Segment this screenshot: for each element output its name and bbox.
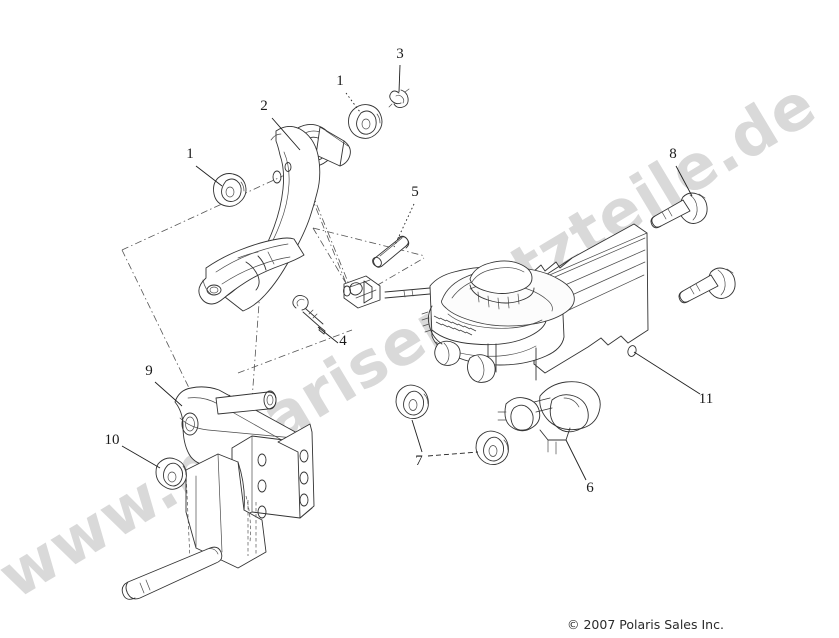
callout-label-10: 10 bbox=[105, 432, 120, 448]
callout-labels: 1 2 1 3 5 4 8 11 9 10 7 6 bbox=[105, 46, 714, 496]
part-flange-nut-b bbox=[475, 430, 509, 466]
copyright-text: © 2007 Polaris Sales Inc. bbox=[567, 617, 724, 632]
leader-11 bbox=[633, 351, 701, 395]
leader-7-right bbox=[427, 451, 479, 457]
part-clevis-pin bbox=[372, 235, 410, 268]
part-hex-flange-bolt-lower bbox=[678, 267, 736, 304]
leader-10 bbox=[121, 445, 161, 469]
leader-9 bbox=[154, 381, 183, 407]
part-brake-pedal-lever bbox=[198, 124, 351, 312]
callout-label-3: 3 bbox=[396, 46, 404, 62]
callout-label-6: 6 bbox=[586, 480, 594, 496]
part-flange-nut-left bbox=[213, 173, 247, 207]
part-flange-nut-a bbox=[395, 384, 429, 420]
callout-label-5: 5 bbox=[411, 184, 419, 200]
assembly-construction-lines bbox=[121, 167, 426, 401]
callout-leader-lines bbox=[121, 64, 701, 481]
callout-label-1-top: 1 bbox=[336, 73, 344, 89]
part-retaining-clip bbox=[388, 88, 410, 109]
callout-label-1-left: 1 bbox=[186, 146, 194, 162]
leader-8 bbox=[675, 165, 693, 197]
callout-label-2: 2 bbox=[260, 98, 268, 114]
callout-label-9: 9 bbox=[145, 363, 153, 379]
leader-2 bbox=[271, 117, 301, 151]
leader-3 bbox=[398, 64, 401, 93]
callout-label-4: 4 bbox=[339, 333, 347, 349]
callout-label-7: 7 bbox=[415, 453, 423, 469]
part-hex-nut bbox=[155, 457, 187, 490]
part-hex-flange-bolt-upper bbox=[650, 192, 708, 229]
leader-1a bbox=[195, 165, 223, 187]
leader-6 bbox=[565, 439, 587, 481]
callout-label-8: 8 bbox=[669, 146, 677, 162]
copyright-notice: © 2007 Polaris Sales Inc. bbox=[567, 617, 724, 632]
part-master-cylinder-assembly bbox=[343, 260, 601, 455]
part-cotter-pin bbox=[292, 294, 326, 335]
part-flange-nut-top bbox=[348, 104, 383, 139]
leader-7-up bbox=[411, 419, 423, 453]
callout-label-11: 11 bbox=[699, 391, 713, 407]
part-pedal-mount-bracket bbox=[121, 386, 315, 600]
leader-4 bbox=[317, 326, 339, 344]
